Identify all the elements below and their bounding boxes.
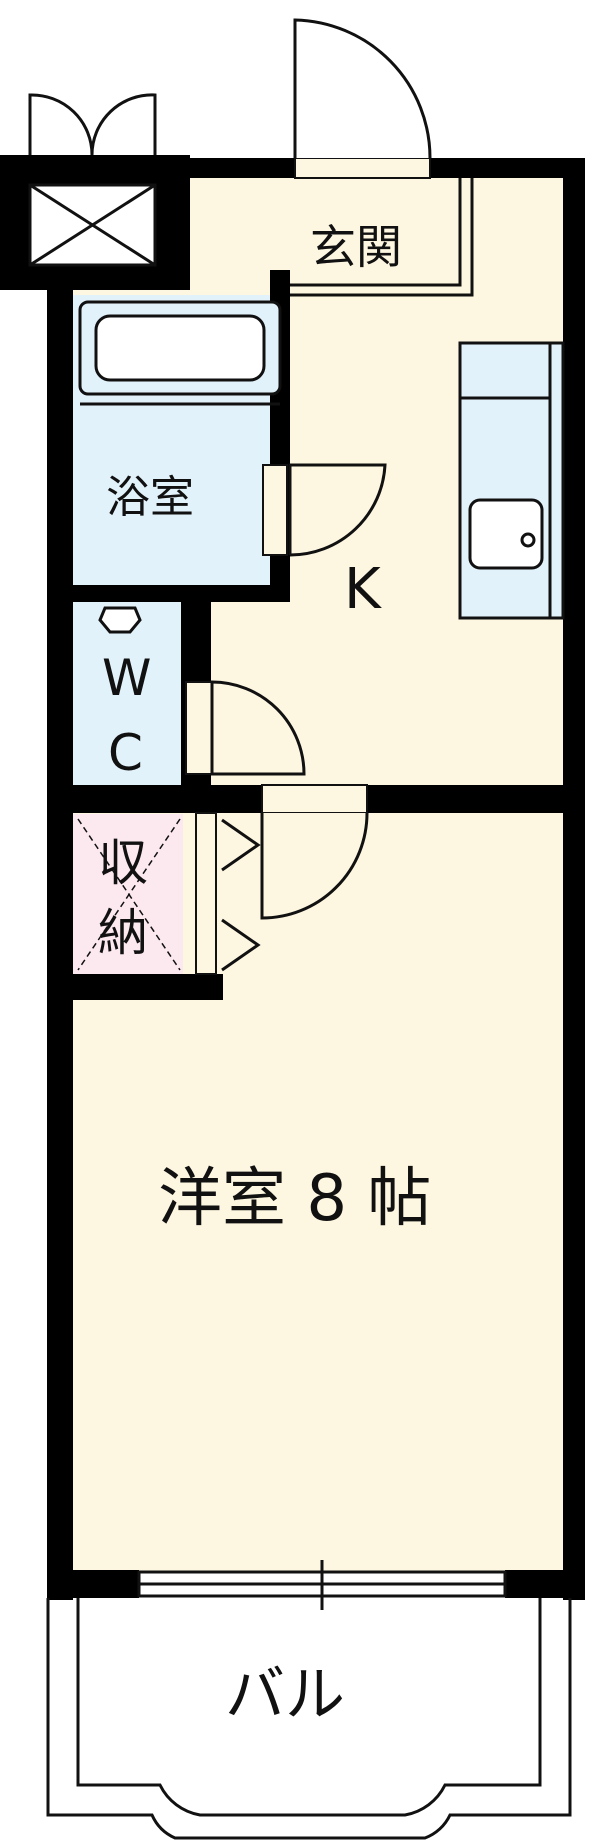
wall-mid (73, 785, 268, 813)
entrance-step-line-inner (290, 178, 474, 297)
wall-top-right (430, 158, 570, 178)
toilet-icon (98, 606, 142, 634)
entrance-step-line (290, 178, 462, 287)
wall-top (185, 158, 295, 178)
sink-icon (468, 498, 544, 570)
bath-door-swing-icon (262, 463, 387, 557)
balcony-label: バル (225, 1660, 345, 1730)
window-icon (137, 1560, 507, 1610)
wall-bottom-right (505, 1570, 585, 1598)
kitchen-counter (458, 341, 565, 620)
wall-bath-bottom (73, 585, 290, 602)
room-door-swing-icon (260, 784, 369, 920)
folding-door-icon (195, 812, 261, 975)
entrance-label: 玄関 (310, 220, 402, 274)
kitchen-label: K (344, 557, 382, 622)
wall-storage-bottom (73, 974, 223, 1000)
entrance-area (290, 18, 474, 297)
bathtub-icon (78, 300, 282, 396)
balcony-floor (50, 1590, 570, 1815)
wc-label-c: C (108, 724, 143, 782)
western-room-label: 洋室 8 帖 (158, 1162, 431, 1236)
wall-left (47, 270, 73, 1600)
wc-door-swing-icon (185, 680, 306, 776)
storage-label-bottom: 納 (98, 904, 148, 962)
folding-window-icon (28, 93, 157, 267)
front-door-gap (294, 157, 431, 179)
bath-label: 浴室 (106, 472, 194, 523)
wall-bottom-left (47, 1570, 139, 1598)
wc-label-w: W (102, 649, 151, 707)
front-door-swing-icon (293, 18, 432, 159)
wall-mid-right (365, 785, 565, 813)
railing-icon (46, 1598, 572, 1840)
storage-label-top: 収 (98, 834, 148, 892)
storage-hatch (77, 818, 181, 971)
wall-right (563, 158, 585, 1600)
